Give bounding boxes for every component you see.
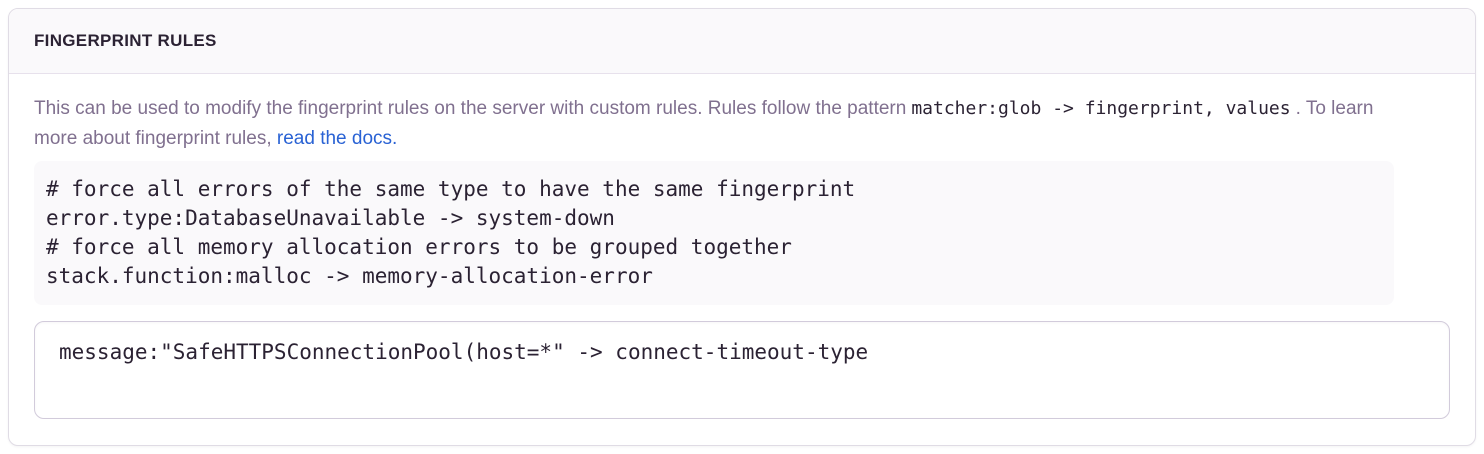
read-the-docs-link[interactable]: read the docs.	[276, 128, 398, 149]
description: This can be used to modify the fingerpri…	[34, 94, 1412, 154]
panel-title: FINGERPRINT RULES	[34, 31, 217, 50]
description-text-after-code: . To learn more about fingerprint rules,	[34, 98, 1374, 149]
example-code-line: stack.function:malloc -> memory-allocati…	[46, 264, 653, 288]
panel-header: FINGERPRINT RULES	[9, 9, 1475, 74]
example-code-line: error.type:DatabaseUnavailable -> system…	[46, 206, 615, 230]
description-text-before-code: This can be used to modify the fingerpri…	[34, 98, 907, 119]
fingerprint-rules-panel: FINGERPRINT RULES This can be used to mo…	[8, 8, 1476, 446]
pattern-inline-code: matcher:glob -> fingerprint, values	[911, 98, 1291, 119]
example-rules-block: # force all errors of the same type to h…	[34, 161, 1394, 305]
example-code-line: # force all errors of the same type to h…	[46, 177, 856, 201]
panel-body: This can be used to modify the fingerpri…	[9, 74, 1475, 444]
fingerprint-rules-textarea[interactable]: message:"SafeHTTPSConnectionPool(host=*"…	[34, 321, 1450, 419]
example-code-line: # force all memory allocation errors to …	[46, 235, 792, 259]
